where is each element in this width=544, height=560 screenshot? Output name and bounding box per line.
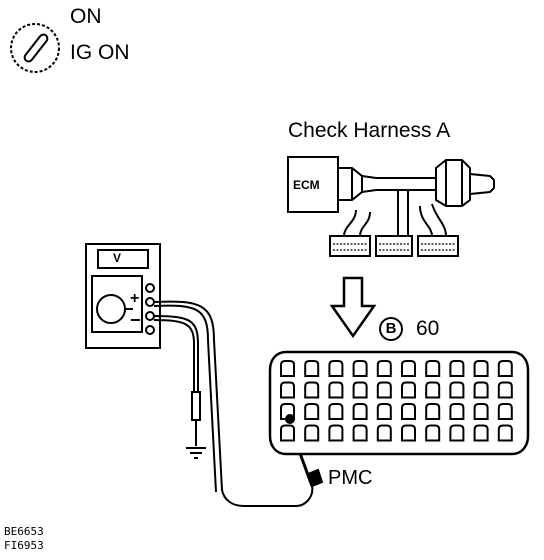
connector-pin xyxy=(473,424,489,442)
ecm-box xyxy=(287,156,339,213)
connector-pin xyxy=(497,360,513,377)
connector-pin xyxy=(352,403,368,420)
connector-pin xyxy=(304,424,320,442)
connector-pin xyxy=(401,403,416,420)
connector-pin xyxy=(376,424,392,442)
connector-pin xyxy=(328,360,344,377)
connector-pin xyxy=(401,424,416,442)
sub-connector-3 xyxy=(417,235,459,257)
connector-letter-circle xyxy=(379,317,403,341)
connector-pin xyxy=(473,403,489,420)
connector-pin xyxy=(352,360,368,377)
meter-minus-sign: − xyxy=(130,310,141,330)
figure-code-1: BE6653 xyxy=(4,525,44,538)
connector-pin xyxy=(473,381,489,399)
connector-letter: B xyxy=(385,320,397,337)
connector-pin xyxy=(304,360,320,377)
connector-pin xyxy=(352,381,368,399)
connector-pin xyxy=(425,381,441,399)
connector-pin xyxy=(304,403,320,420)
connector-b xyxy=(268,350,530,456)
connector-pin xyxy=(449,381,465,399)
connector-pin xyxy=(401,360,416,377)
ignition-ig-on-label: IG ON xyxy=(70,41,130,64)
meter-mode-label: V xyxy=(113,251,122,265)
connector-pin xyxy=(473,360,489,377)
connector-pin xyxy=(425,424,441,442)
connector-pin-grid xyxy=(280,360,513,442)
probe-leads xyxy=(153,300,324,507)
connector-pin xyxy=(280,424,295,442)
connector-pin xyxy=(376,381,392,399)
connector-pin xyxy=(449,403,465,420)
connector-pin xyxy=(497,424,513,442)
down-arrow-icon xyxy=(329,276,377,339)
ignition-on-label: ON xyxy=(70,5,102,28)
connector-pin xyxy=(328,424,344,442)
connector-pin xyxy=(449,360,465,377)
connector-pin xyxy=(304,381,320,399)
harness-title: Check Harness A xyxy=(288,119,451,142)
connector-pin xyxy=(280,360,295,377)
connector-pin xyxy=(328,381,344,399)
sub-connector-2 xyxy=(375,235,413,257)
connector-pin xyxy=(376,360,392,377)
connector-pin-count: 60 xyxy=(416,317,440,340)
connector-pin xyxy=(328,403,344,420)
connector-pin xyxy=(376,403,392,420)
figure-code-2: FI6953 xyxy=(4,539,44,552)
connector-pin xyxy=(497,381,513,399)
connector-pin xyxy=(449,424,465,442)
meter-plus-sign: + xyxy=(130,290,139,307)
connector-pin xyxy=(425,360,441,377)
ignition-key-icon xyxy=(10,23,60,73)
ecm-label: ECM xyxy=(293,178,320,192)
sub-connector-1 xyxy=(329,235,371,257)
check-harness-drawing xyxy=(287,156,495,257)
connector-pin xyxy=(352,424,368,442)
terminal-label: PMC xyxy=(328,467,373,489)
pmc-terminal-pin xyxy=(285,414,295,424)
connector-pin xyxy=(401,381,416,399)
connector-pin xyxy=(280,381,295,399)
connector-pin xyxy=(425,403,441,420)
connector-pin xyxy=(497,403,513,420)
voltmeter xyxy=(85,243,161,349)
